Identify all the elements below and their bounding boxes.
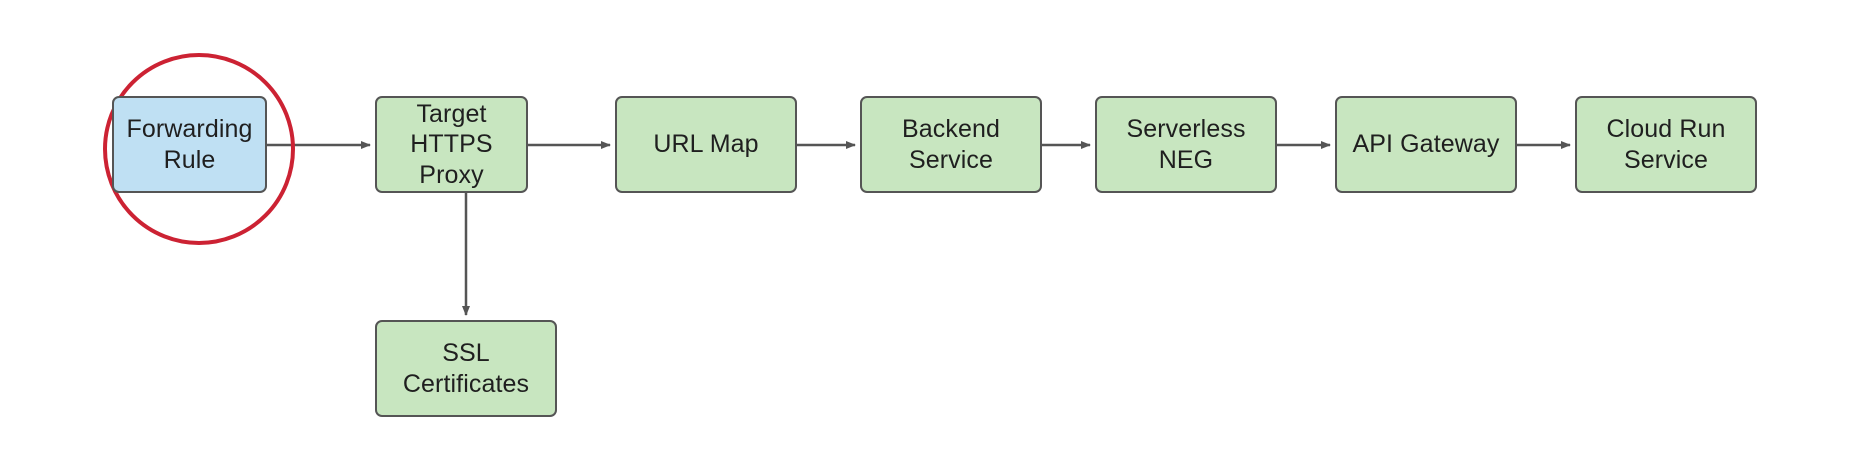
node-url-map[interactable]: URL Map bbox=[615, 96, 797, 193]
node-cloud-run-service[interactable]: Cloud Run Service bbox=[1575, 96, 1757, 193]
node-forwarding-rule[interactable]: Forwarding Rule bbox=[112, 96, 267, 193]
node-label-api-gateway: API Gateway bbox=[1352, 130, 1500, 159]
node-label-serverless-neg: Serverless NEG bbox=[1126, 115, 1246, 174]
node-label-backend-service: Backend Service bbox=[902, 115, 1000, 174]
node-backend-service[interactable]: Backend Service bbox=[860, 96, 1042, 193]
node-label-forwarding-rule: Forwarding Rule bbox=[126, 115, 253, 174]
node-label-cloud-run-service: Cloud Run Service bbox=[1606, 115, 1726, 174]
node-label-ssl-certificates: SSL Certificates bbox=[402, 339, 530, 398]
node-ssl-certificates[interactable]: SSL Certificates bbox=[375, 320, 557, 417]
node-label-target-https-proxy: Target HTTPS Proxy bbox=[410, 99, 493, 189]
node-serverless-neg[interactable]: Serverless NEG bbox=[1095, 96, 1277, 193]
node-label-url-map: URL Map bbox=[653, 130, 759, 159]
node-target-https-proxy[interactable]: Target HTTPS Proxy bbox=[375, 96, 528, 193]
node-api-gateway[interactable]: API Gateway bbox=[1335, 96, 1517, 193]
highlight-circle bbox=[103, 53, 295, 245]
